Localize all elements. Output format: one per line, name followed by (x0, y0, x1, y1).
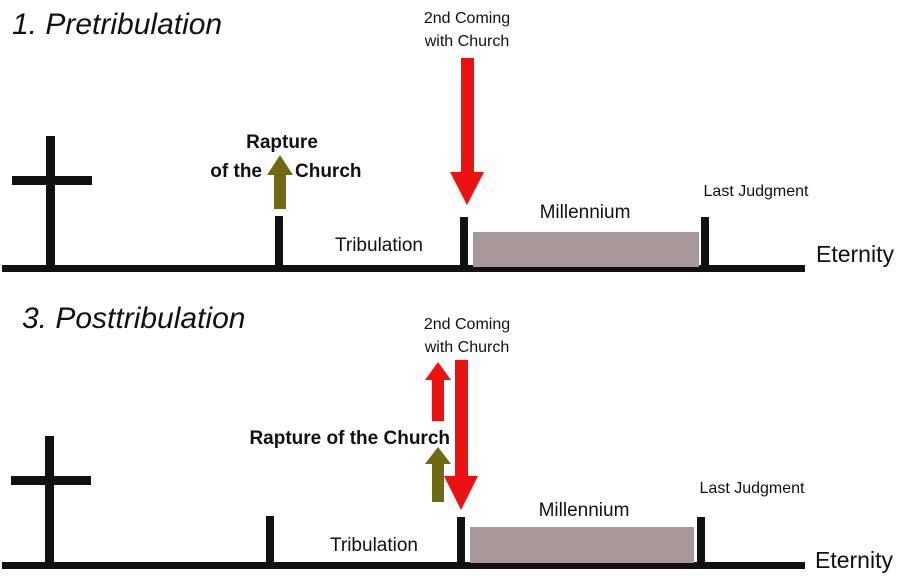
pre-last-judgment-marker (701, 217, 709, 267)
cross-icon (12, 136, 92, 267)
pre-rapture-marker (275, 216, 283, 267)
up-arrow-icon (267, 155, 293, 209)
pre-rapture-label-line2b: Church (295, 161, 362, 182)
post-rapture-marker (266, 516, 274, 564)
pre-second-coming-line2: with Church (424, 33, 509, 50)
pre-last-judgment-label: Last Judgment (704, 183, 810, 200)
pre-rapture-label-line1: Rapture (246, 132, 318, 153)
pre-second-coming-line1: 2nd Coming (424, 10, 510, 27)
post-rapture-label: Rapture of the Church (249, 428, 450, 449)
post-last-judgment-marker (697, 517, 705, 565)
pre-millennium-label: Millennium (540, 202, 631, 223)
post-second-coming-line1: 2nd Coming (424, 316, 510, 333)
post-millennium-box (470, 527, 694, 563)
pre-rapture-label-line2a: of the (210, 161, 262, 182)
pre-second-coming-marker (460, 217, 468, 267)
pretribulation-title: 1. Pretribulation (12, 8, 222, 41)
posttribulation-panel: 3. Posttribulation Tribulation Rapture o… (2, 302, 893, 573)
post-second-coming-line2: with Church (424, 339, 509, 356)
post-last-judgment-label: Last Judgment (700, 480, 806, 497)
pre-tribulation-label: Tribulation (335, 235, 423, 256)
post-millennium-label: Millennium (539, 500, 630, 521)
pre-eternity-label: Eternity (816, 241, 894, 267)
pre-timeline (2, 265, 805, 272)
up-arrow-icon (425, 362, 451, 421)
up-arrow-icon (425, 447, 451, 502)
pre-millennium-box (473, 232, 699, 267)
down-arrow-icon (450, 58, 484, 205)
post-second-coming-marker (457, 517, 465, 565)
posttribulation-title: 3. Posttribulation (22, 302, 245, 335)
down-arrow-icon (444, 360, 478, 510)
post-tribulation-label: Tribulation (330, 535, 418, 556)
cross-icon (11, 436, 91, 566)
pretribulation-panel: 1. Pretribulation Rapture of the Church … (2, 8, 894, 272)
post-timeline (2, 562, 805, 569)
post-eternity-label: Eternity (815, 547, 893, 573)
